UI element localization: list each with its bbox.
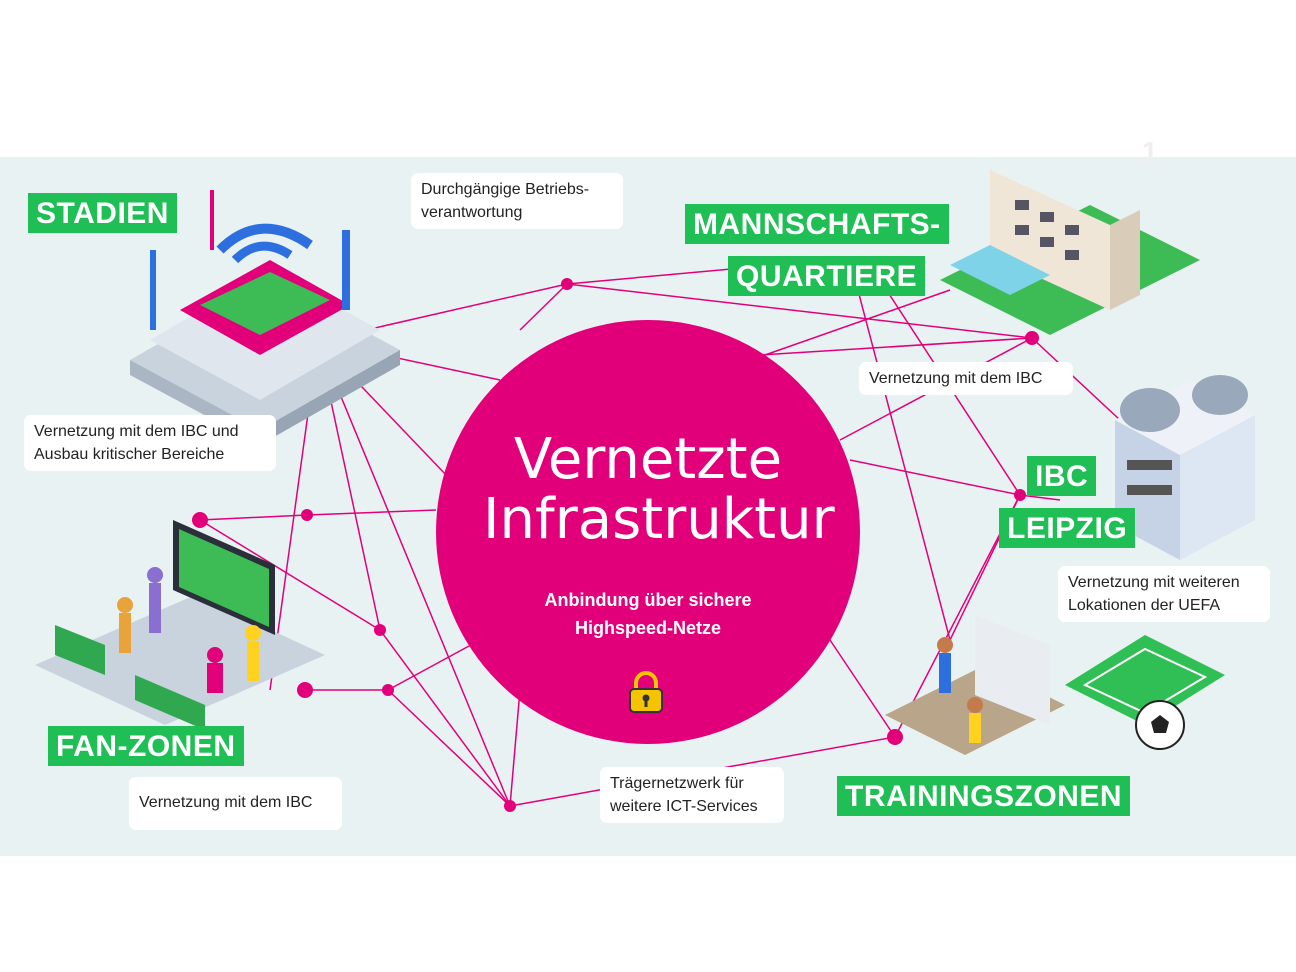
team-hotel-illustration bbox=[940, 170, 1200, 335]
note-betrieb: Durchgängige Betriebs-verantwortung bbox=[411, 173, 623, 229]
label-trainingszonen: TRAININGSZONEN bbox=[837, 776, 1130, 816]
label-stadien: STADIEN bbox=[28, 193, 177, 233]
hub-subtitle-text: Anbindung über sichere Highspeed-Netze bbox=[544, 590, 752, 638]
stadium-illustration bbox=[130, 190, 400, 445]
label-ibc: IBC bbox=[1027, 456, 1097, 496]
label-mannschafts: MANNSCHAFTS- bbox=[685, 204, 949, 244]
note-mannschaftsquartiere: Vernetzung mit dem IBC bbox=[859, 362, 1073, 395]
padlock-icon bbox=[626, 670, 666, 719]
hub-subtitle: Anbindung über sichere Highspeed-Netze bbox=[436, 586, 860, 642]
ibc-building-illustration bbox=[1115, 375, 1255, 560]
hub-title-text: Vernetzte Infrastruktur bbox=[483, 427, 835, 552]
hub-title: Vernetzte Infrastruktur bbox=[436, 430, 860, 550]
note-ibc-leipzig: Vernetzung mit weiteren Lokationen der U… bbox=[1058, 566, 1270, 622]
note-fan-zonen: Vernetzung mit dem IBC bbox=[129, 777, 342, 830]
note-stadien: Vernetzung mit dem IBC und Ausbau kritis… bbox=[24, 415, 276, 471]
central-hub: Vernetzte Infrastruktur Anbindung über s… bbox=[436, 320, 860, 744]
label-fan-zonen: FAN-ZONEN bbox=[48, 726, 244, 766]
fan-zone-illustration bbox=[35, 520, 325, 730]
label-leipzig: LEIPZIG bbox=[999, 508, 1136, 548]
note-traeger: Trägernetzwerk für weitere ICT-Services bbox=[600, 767, 784, 823]
label-quartiere: QUARTIERE bbox=[728, 256, 926, 296]
training-zone-illustration bbox=[885, 615, 1225, 755]
brand-logo-mark: 1 bbox=[1142, 136, 1158, 167]
